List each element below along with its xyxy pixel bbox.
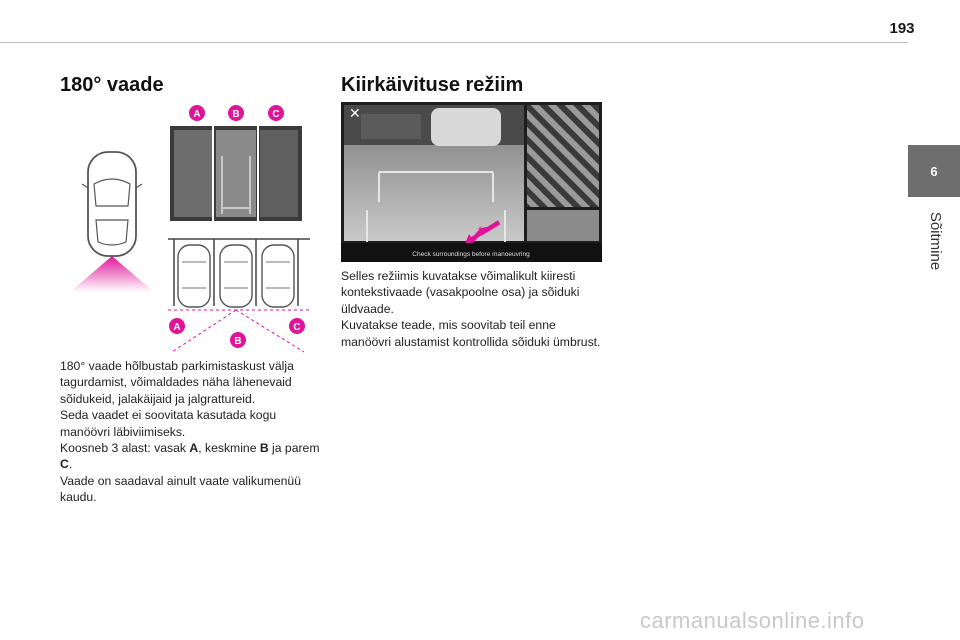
label-a-bottom-icon: A [169, 318, 185, 334]
page-number: 193 [889, 20, 915, 37]
label-c-bottom: C [293, 322, 300, 333]
right-body-text: Selles režiimis kuvatakse võimalikult ki… [341, 268, 603, 350]
screen-warning-message: Check surroundings before manoeuvring [412, 251, 530, 258]
top-rule [0, 42, 908, 43]
right-paragraph-1: Selles režiimis kuvatakse võimalikult ki… [341, 269, 580, 316]
quick-start-screen-image: ✕ Check surroundings before manoeuvring [341, 102, 602, 262]
label-a-bottom: A [173, 322, 180, 333]
section-title-quick-start: Kiirkäivituse režiim [341, 74, 524, 96]
camera-fan-icon [70, 256, 154, 292]
left-body-text: 180° vaade hõlbustab parkimistaskust väl… [60, 358, 328, 506]
illustration-180-view: A B C A B C [70, 105, 310, 353]
label-b-top: B [232, 109, 239, 120]
right-paragraph-2: Kuvatakse teade, mis soovitab teil enne … [341, 318, 601, 349]
label-b-top-icon: B [228, 105, 244, 121]
car-top-view-icon [81, 151, 143, 257]
label-c-top: C [272, 109, 279, 120]
left-paragraph-4: Vaade on saadaval ainult vaate valikumen… [60, 473, 301, 505]
screen-close-icon: ✕ [349, 106, 361, 122]
label-c-bottom-icon: C [289, 318, 305, 334]
section-title-180-view: 180° vaade [60, 74, 164, 96]
pointer-arrow-icon [472, 224, 501, 242]
chapter-number: 6 [930, 163, 938, 179]
chapter-tab[interactable]: 6 [908, 145, 960, 197]
label-b-bottom: B [234, 336, 241, 347]
parking-diagram [168, 238, 310, 353]
label-b-bottom-icon: B [230, 332, 246, 348]
chapter-label: Sõitmine [927, 211, 945, 271]
label-a-top-icon: A [189, 105, 205, 121]
watermark: carmanualsonline.info [640, 608, 865, 633]
label-a-top: A [193, 109, 200, 120]
label-c-top-icon: C [268, 105, 284, 121]
left-paragraph-1: 180° vaade hõlbustab parkimistaskust väl… [60, 359, 294, 406]
left-paragraph-3: Koosneb 3 alast: vasak A, keskmine B ja … [60, 441, 320, 472]
camera-screen-image [170, 126, 302, 221]
left-paragraph-2: Seda vaadet ei soovitata kasutada kogu m… [60, 408, 277, 439]
